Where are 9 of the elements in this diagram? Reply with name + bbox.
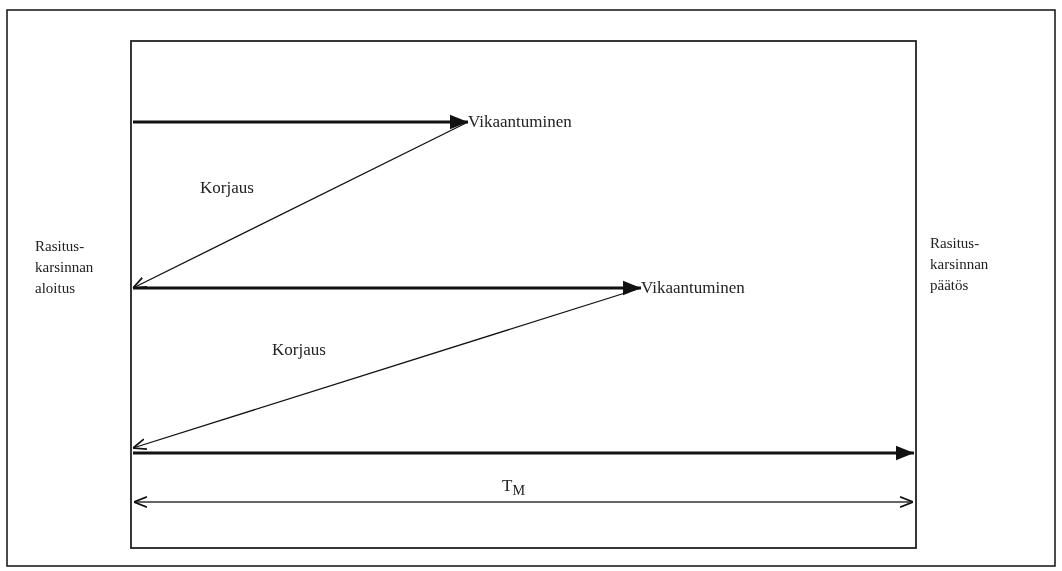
- arrow: [133, 280, 641, 296]
- node-label: Rasitus- karsinnan aloitus: [35, 236, 115, 299]
- node-label: Vikaantuminen: [641, 278, 745, 298]
- arrow: [133, 114, 468, 130]
- node-label: Rasitus- karsinnan päätös: [930, 233, 1010, 296]
- duration-label: T$_{M}$: [502, 476, 525, 501]
- node-label: Vikaantuminen: [468, 112, 572, 132]
- arrow: [132, 121, 469, 289]
- arrow: [132, 287, 642, 450]
